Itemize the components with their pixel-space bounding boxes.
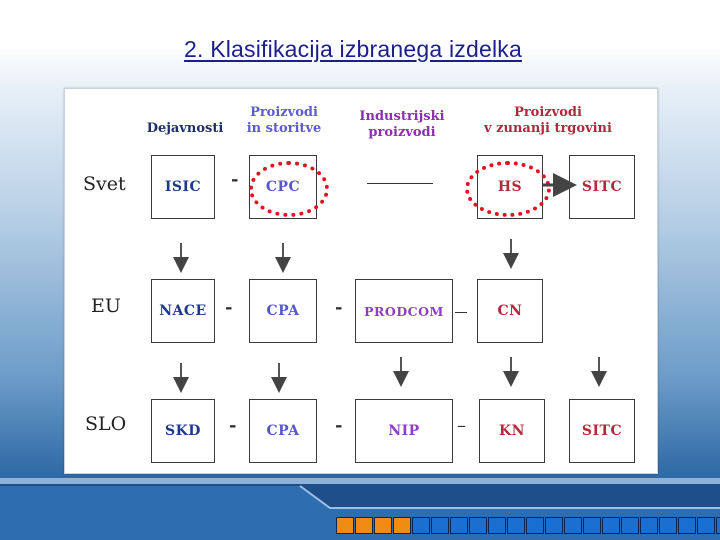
box-label: CPA [266, 303, 300, 319]
header-line: Proizvodi [250, 105, 318, 120]
box-label: PRODCOM [364, 303, 444, 319]
progress-cell [488, 517, 506, 534]
progress-cell [336, 517, 354, 534]
column-header-dejavnosti: Dejavnosti [146, 121, 224, 136]
progress-cell [621, 517, 639, 534]
progress-cell [716, 517, 720, 534]
box-label: SKD [165, 423, 201, 439]
progress-cell [412, 517, 430, 534]
separator: - [335, 415, 343, 436]
column-header-zunanja-trgovina: Proizvodi v zunanji trgovini [473, 105, 623, 137]
box-skd: SKD [151, 399, 215, 463]
box-label: CN [497, 303, 523, 319]
progress-cell [355, 517, 373, 534]
box-kn: KN [479, 399, 545, 463]
column-header-industrijski: Industrijski proizvodi [347, 109, 457, 141]
box-label: SITC [581, 179, 623, 195]
header-line: Proizvodi [514, 105, 582, 120]
progress-cell [469, 517, 487, 534]
slide-progress-bar [336, 517, 720, 534]
progress-cell [678, 517, 696, 534]
empty-cell-line [367, 183, 433, 184]
box-label: KN [499, 423, 525, 439]
header-line: in storitve [246, 121, 322, 136]
connector-line [455, 312, 467, 313]
header-line: v zunanji trgovini [484, 121, 612, 136]
progress-cell [602, 517, 620, 534]
progress-cell [545, 517, 563, 534]
box-sitc-slo: SITC [569, 399, 635, 463]
row-label-svet: Svet [83, 173, 126, 195]
column-header-proizvodi-storitve: Proizvodi in storitve [239, 105, 329, 137]
box-nip: NIP [355, 399, 453, 463]
row-label-eu: EU [91, 295, 121, 317]
progress-cell [450, 517, 468, 534]
separator: - [225, 297, 233, 318]
progress-cell [697, 517, 715, 534]
progress-cell [583, 517, 601, 534]
progress-cell [564, 517, 582, 534]
highlight-oval-cpc [249, 161, 329, 217]
progress-cell [507, 517, 525, 534]
box-label: NIP [388, 423, 420, 439]
progress-cell [659, 517, 677, 534]
box-cpa-slo: CPA [249, 399, 317, 463]
progress-cell [374, 517, 392, 534]
box-cn: CN [477, 279, 543, 343]
classification-diagram: Dejavnosti Proizvodi in storitve Industr… [64, 88, 658, 474]
highlight-oval-hs [465, 161, 551, 217]
header-line: Industrijski [359, 109, 445, 124]
progress-cell [640, 517, 658, 534]
separator: - [335, 297, 343, 318]
separator: – [457, 415, 466, 436]
separator: - [229, 415, 237, 436]
separator: - [231, 169, 239, 190]
box-cpa-eu: CPA [249, 279, 317, 343]
box-label: SITC [581, 423, 623, 439]
box-label: ISIC [164, 179, 202, 195]
row-label-slo: SLO [85, 413, 127, 435]
progress-cell [393, 517, 411, 534]
box-sitc-svet: SITC [569, 155, 635, 219]
box-label: NACE [159, 303, 207, 319]
progress-cell [526, 517, 544, 534]
box-isic: ISIC [151, 155, 215, 219]
header-line: proizvodi [368, 125, 436, 140]
box-prodcom: PRODCOM [355, 279, 453, 343]
arrows-layer [173, 173, 607, 393]
slide-title: 2. Klasifikacija izbranega izdelka [184, 36, 522, 62]
box-label: CPA [266, 423, 300, 439]
progress-cell [431, 517, 449, 534]
box-nace: NACE [151, 279, 215, 343]
